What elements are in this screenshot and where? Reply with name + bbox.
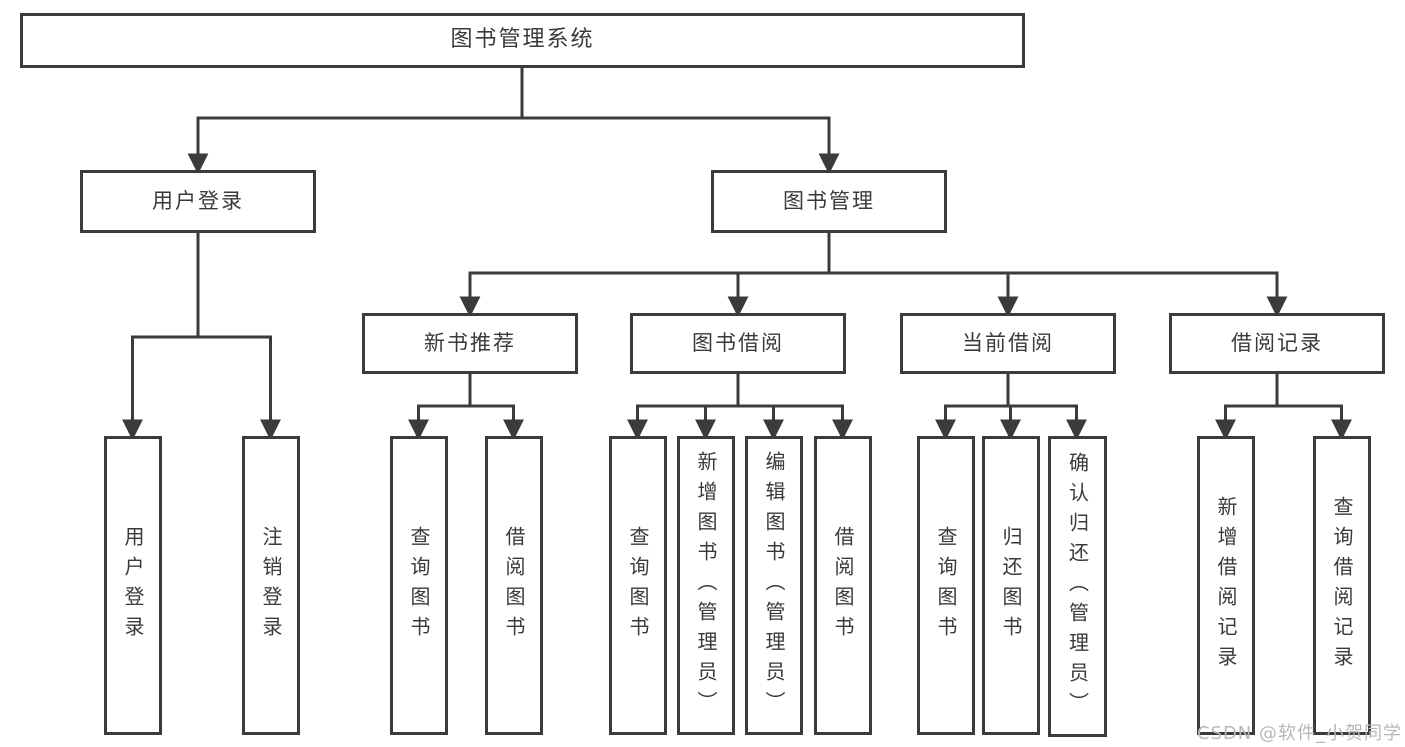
node-root: 图书管理系统: [20, 13, 1025, 68]
book-management-connectors: [459, 233, 1288, 318]
leaf-recommend-borrow-books-label: 借阅图书: [502, 525, 526, 646]
node-book-borrow: 图书借阅: [630, 313, 846, 374]
node-current-borrow: 当前借阅: [900, 313, 1116, 374]
current-borrow-connectors: [935, 374, 1087, 441]
leaf-recommend-query-books: 查询图书: [390, 436, 448, 735]
node-user-login-label: 用户登录: [152, 188, 244, 213]
arrowhead: [818, 153, 840, 175]
arrowhead: [832, 419, 853, 441]
leaf-return-books-label: 归还图书: [999, 525, 1023, 646]
node-borrow-records-label: 借阅记录: [1231, 330, 1323, 355]
leaf-add-borrow-record: 新增借阅记录: [1197, 436, 1255, 735]
leaf-add-books-admin: 新增图书（管理员）: [677, 436, 735, 735]
user-login-connectors: [122, 233, 281, 441]
leaf-user-login: 用户登录: [104, 436, 162, 735]
arrowhead: [997, 296, 1019, 318]
leaf-add-borrow-record-label: 新增借阅记录: [1214, 495, 1238, 676]
node-user-login: 用户登录: [80, 170, 316, 233]
arrowhead: [627, 419, 648, 441]
arrowhead: [260, 419, 281, 441]
leaf-edit-books-admin-label: 编辑图书（管理员）: [762, 450, 786, 721]
leaf-add-books-admin-label: 新增图书（管理员）: [694, 450, 718, 721]
arrowhead: [1066, 419, 1087, 441]
leaf-borrow-books: 借阅图书: [814, 436, 872, 735]
leaf-current-query-books-label: 查询图书: [934, 525, 958, 646]
book-borrow-connectors: [627, 374, 853, 441]
arrowhead: [187, 153, 209, 175]
arrowhead: [408, 419, 429, 441]
leaf-logout-label: 注销登录: [259, 525, 283, 646]
node-new-book-recommend-label: 新书推荐: [424, 330, 516, 355]
arrowhead: [1331, 419, 1352, 441]
node-root-label: 图书管理系统: [450, 27, 595, 53]
node-book-management: 图书管理: [711, 170, 947, 233]
arrowhead: [1000, 419, 1021, 441]
leaf-user-login-label: 用户登录: [121, 525, 145, 646]
root-connectors: [187, 68, 840, 175]
node-borrow-records: 借阅记录: [1169, 313, 1385, 374]
arrowhead: [459, 296, 481, 318]
new-book-recommend-connectors: [408, 374, 524, 441]
leaf-borrow-query-books: 查询图书: [609, 436, 667, 735]
csdn-watermark: CSDN @软件_小贺同学: [1196, 723, 1402, 744]
arrowhead: [727, 296, 749, 318]
leaf-confirm-return-admin: 确认归还（管理员）: [1048, 436, 1107, 737]
node-book-borrow-label: 图书借阅: [692, 330, 784, 355]
arrowhead: [503, 419, 524, 441]
arrowhead: [1215, 419, 1236, 441]
borrow-records-connectors: [1215, 374, 1352, 441]
arrowhead: [695, 419, 716, 441]
leaf-edit-books-admin: 编辑图书（管理员）: [745, 436, 803, 735]
arrowhead: [1266, 296, 1288, 318]
leaf-recommend-query-books-label: 查询图书: [407, 525, 431, 646]
node-book-management-label: 图书管理: [783, 188, 875, 213]
leaf-borrow-books-label: 借阅图书: [831, 525, 855, 646]
node-current-borrow-label: 当前借阅: [962, 330, 1054, 355]
leaf-recommend-borrow-books: 借阅图书: [485, 436, 543, 735]
arrowhead: [763, 419, 784, 441]
node-new-book-recommend: 新书推荐: [362, 313, 578, 374]
leaf-logout: 注销登录: [242, 436, 300, 735]
leaf-return-books: 归还图书: [982, 436, 1040, 735]
leaf-query-borrow-record-label: 查询借阅记录: [1330, 495, 1354, 676]
arrowhead: [122, 419, 143, 441]
leaf-borrow-query-books-label: 查询图书: [626, 525, 650, 646]
leaf-current-query-books: 查询图书: [917, 436, 975, 735]
arrowhead: [935, 419, 956, 441]
leaf-query-borrow-record: 查询借阅记录: [1313, 436, 1371, 735]
leaf-confirm-return-admin-label: 确认归还（管理员）: [1065, 451, 1090, 722]
